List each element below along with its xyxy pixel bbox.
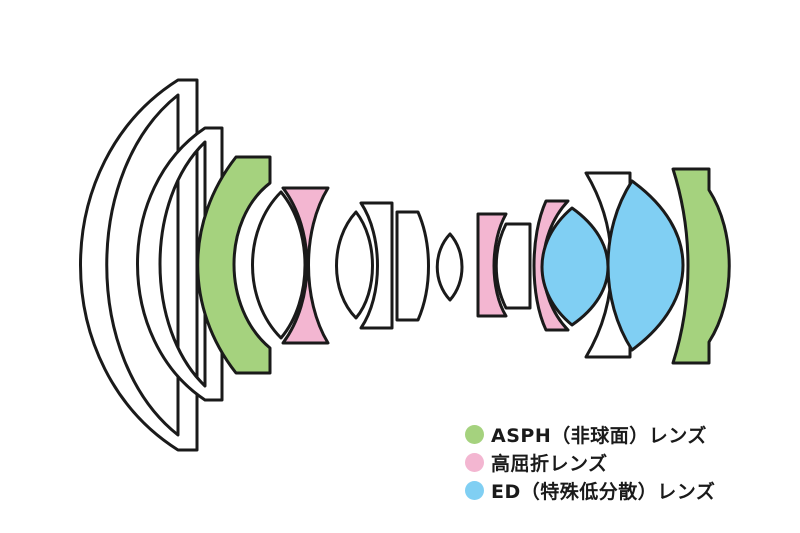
lens-element-11 <box>494 222 532 310</box>
legend-item-ed: ED（特殊低分散）レンズ <box>465 476 715 504</box>
lens-element-4 <box>251 190 307 340</box>
legend-label-asph: ASPH（非球面）レンズ <box>491 424 707 447</box>
lens-element-2 <box>136 126 224 402</box>
legend-label-high-refraction: 高屈折レンズ <box>491 452 608 475</box>
lens-element-1 <box>79 78 199 452</box>
legend-label-ed: ED（特殊低分散）レンズ <box>491 480 716 503</box>
legend: ASPH（非球面）レンズ 高屈折レンズ ED（特殊低分散）レンズ <box>465 420 715 504</box>
lens-element-16-asph <box>671 167 731 365</box>
lens-element-12-high-refraction <box>532 199 570 332</box>
ed-color-dot <box>465 480 484 500</box>
lens-element-5-high-refraction <box>281 186 330 345</box>
lens-element-8 <box>395 210 430 322</box>
lens-element-9 <box>435 232 464 302</box>
lens-element-15-ed <box>606 179 685 352</box>
legend-item-asph: ASPH（非球面）レンズ <box>465 420 715 448</box>
high-refraction-color-dot <box>465 452 484 472</box>
legend-item-high-refraction: 高屈折レンズ <box>465 448 715 476</box>
lens-element-7 <box>359 201 394 330</box>
asph-color-dot <box>465 424 484 444</box>
lens-element-3-asph <box>196 155 272 375</box>
lens-element-10-high-refraction <box>476 212 508 318</box>
lens-element-6 <box>335 210 374 320</box>
lens-element-13-ed <box>540 206 610 327</box>
